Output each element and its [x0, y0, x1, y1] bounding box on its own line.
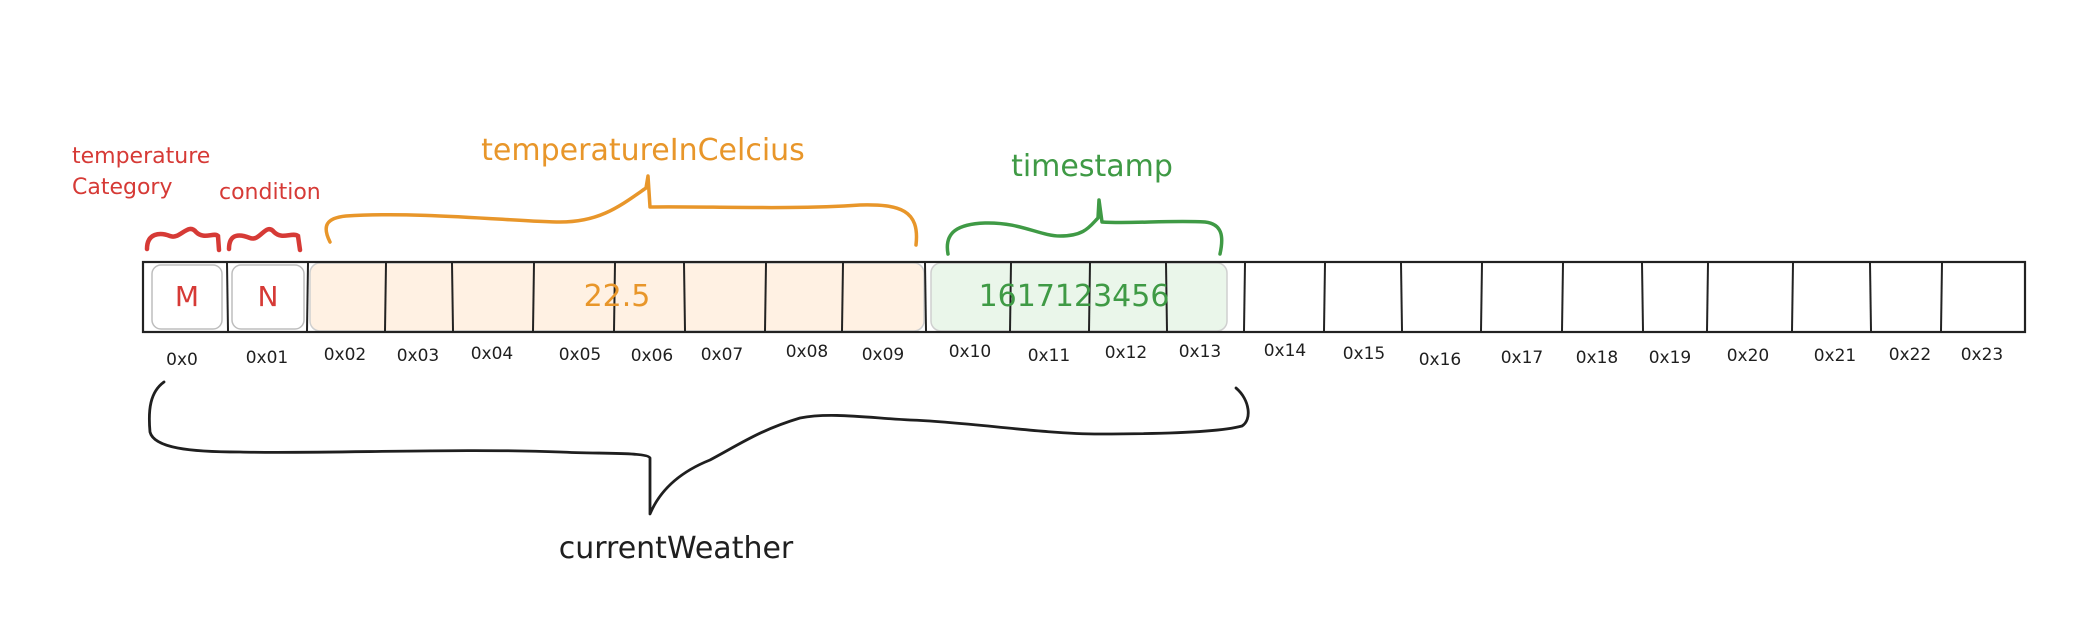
temperature-category-label-line2: Category	[72, 175, 173, 200]
address-label: 0x23	[1961, 345, 2004, 365]
address-label: 0x13	[1179, 342, 1222, 362]
cell-divider	[1480, 262, 1483, 332]
cell-divider	[1400, 262, 1403, 332]
temperature-in-celcius-label: temperatureInCelcius	[481, 133, 805, 168]
address-label: 0x19	[1649, 348, 1692, 368]
cell-divider	[764, 262, 767, 332]
cell-divider	[226, 262, 229, 332]
address-label: 0x08	[786, 342, 829, 362]
address-label: 0x17	[1501, 348, 1544, 368]
cell-divider	[1641, 262, 1644, 332]
cell-divider	[613, 262, 616, 332]
address-label: 0x09	[862, 345, 905, 365]
cell-divider	[1561, 262, 1564, 332]
address-label: 0x06	[631, 346, 674, 366]
address-label: 0x0	[166, 350, 198, 370]
address-label: 0x22	[1889, 345, 1932, 365]
cell-divider	[1243, 262, 1246, 332]
address-label: 0x16	[1419, 350, 1462, 370]
category-cell-fill	[151, 264, 223, 330]
temperature-brace	[324, 174, 919, 247]
cell-divider	[924, 262, 927, 332]
address-label: 0x07	[701, 345, 744, 365]
condition-label: condition	[219, 180, 321, 205]
address-label: 0x20	[1727, 346, 1770, 366]
address-label: 0x11	[1028, 346, 1071, 366]
address-label: 0x18	[1576, 348, 1619, 368]
cell-divider	[1165, 262, 1168, 332]
category-brace	[144, 226, 222, 253]
address-label: 0x12	[1105, 343, 1148, 363]
address-label: 0x04	[471, 344, 514, 364]
address-label: 0x05	[559, 345, 602, 365]
cell-divider	[683, 262, 686, 332]
address-label: 0x15	[1343, 344, 1386, 364]
current-weather-brace	[147, 380, 1250, 516]
cell-divider	[1869, 262, 1872, 332]
address-label: 0x03	[397, 346, 440, 366]
address-label: 0x21	[1814, 346, 1857, 366]
address-label: 0x10	[949, 342, 992, 362]
address-label: 0x14	[1264, 341, 1307, 361]
cell-dividers	[226, 262, 1943, 332]
cell-divider	[306, 262, 309, 332]
cell-divider	[841, 262, 844, 332]
cell-divider	[1791, 262, 1794, 332]
condition-value: N	[258, 280, 279, 313]
cell-divider	[1706, 262, 1709, 332]
temperature-value: 22.5	[584, 279, 651, 314]
cell-divider	[1009, 262, 1012, 332]
memory-strip	[141, 260, 2027, 334]
address-label: 0x02	[324, 345, 367, 365]
cell-divider	[1323, 262, 1326, 332]
current-weather-label: currentWeather	[559, 531, 794, 566]
cell-divider	[532, 262, 535, 332]
condition-cell-fill	[231, 264, 305, 330]
timestamp-label: timestamp	[1011, 149, 1173, 184]
cell-divider	[1088, 262, 1091, 332]
timestamp-value: 1617123456	[979, 279, 1170, 314]
address-labels: 0x0 0x01 0x02 0x03 0x04 0x05 0x06 0x07 0x08 0x09 0…	[166, 341, 2003, 370]
cell-divider	[384, 262, 387, 332]
cell-divider	[451, 262, 454, 332]
temperature-category-label-line1: temperature	[72, 144, 210, 169]
condition-brace	[226, 227, 303, 253]
cell-divider	[1940, 262, 1943, 332]
timestamp-brace	[945, 198, 1224, 256]
category-value: M	[175, 280, 199, 313]
address-label: 0x01	[246, 348, 289, 368]
